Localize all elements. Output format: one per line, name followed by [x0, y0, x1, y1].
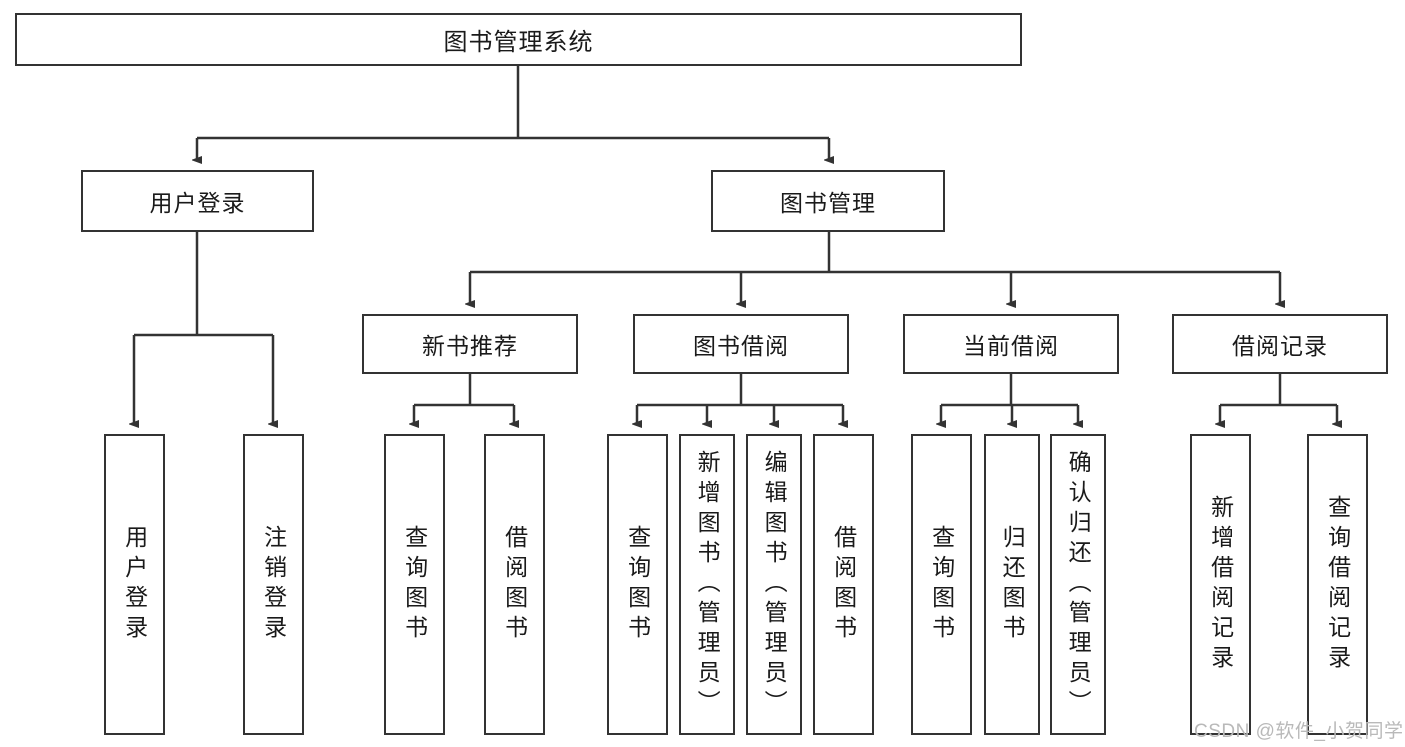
node-leaf-query-book-1-label: 查询图书 — [401, 524, 428, 645]
node-leaf-logout[interactable]: 注销登录 — [243, 434, 304, 735]
node-leaf-query-record[interactable]: 查询借阅记录 — [1307, 434, 1368, 735]
node-leaf-edit-book[interactable]: 编辑图书（管理员） — [746, 434, 802, 735]
node-leaf-borrow-book-1-label: 借阅图书 — [501, 524, 528, 645]
node-book-borrow-label: 图书借阅 — [693, 333, 789, 359]
node-leaf-query-book-3-label: 查询图书 — [928, 524, 955, 645]
node-current-borrow-label: 当前借阅 — [963, 333, 1059, 359]
node-user-login-label: 用户登录 — [149, 190, 246, 216]
node-leaf-return-book[interactable]: 归还图书 — [984, 434, 1040, 735]
node-borrow-record-label: 借阅记录 — [1232, 333, 1328, 359]
node-current-borrow[interactable]: 当前借阅 — [903, 314, 1119, 374]
node-leaf-add-record-label: 新增借阅记录 — [1207, 494, 1234, 675]
node-leaf-add-book-label: 新增图书（管理员） — [694, 449, 721, 720]
node-leaf-add-record[interactable]: 新增借阅记录 — [1190, 434, 1251, 735]
node-leaf-logout-label: 注销登录 — [260, 524, 287, 645]
node-book-manage[interactable]: 图书管理 — [711, 170, 945, 232]
node-leaf-user-login[interactable]: 用户登录 — [104, 434, 165, 735]
node-leaf-borrow-book-2[interactable]: 借阅图书 — [813, 434, 874, 735]
node-leaf-borrow-book-2-label: 借阅图书 — [830, 524, 857, 645]
node-leaf-borrow-book-1[interactable]: 借阅图书 — [484, 434, 545, 735]
node-leaf-query-record-label: 查询借阅记录 — [1324, 494, 1351, 675]
node-leaf-query-book-2-label: 查询图书 — [624, 524, 651, 645]
node-new-book-recommend[interactable]: 新书推荐 — [362, 314, 578, 374]
node-leaf-edit-book-label: 编辑图书（管理员） — [761, 449, 788, 720]
node-leaf-query-book-2[interactable]: 查询图书 — [607, 434, 668, 735]
node-root-label: 图书管理系统 — [443, 29, 594, 56]
node-new-book-recommend-label: 新书推荐 — [422, 333, 518, 359]
node-book-manage-label: 图书管理 — [780, 190, 876, 216]
node-leaf-return-book-label: 归还图书 — [999, 524, 1026, 645]
node-leaf-query-book-3[interactable]: 查询图书 — [911, 434, 972, 735]
node-borrow-record[interactable]: 借阅记录 — [1172, 314, 1388, 374]
node-leaf-query-book-1[interactable]: 查询图书 — [384, 434, 445, 735]
node-leaf-confirm-return-label: 确认归还（管理员） — [1065, 449, 1092, 720]
node-leaf-add-book[interactable]: 新增图书（管理员） — [679, 434, 735, 735]
node-leaf-confirm-return[interactable]: 确认归还（管理员） — [1050, 434, 1106, 735]
node-book-borrow[interactable]: 图书借阅 — [633, 314, 849, 374]
node-user-login[interactable]: 用户登录 — [81, 170, 314, 232]
node-root[interactable]: 图书管理系统 — [15, 13, 1022, 66]
watermark: CSDN @软件_小贺同学 — [1194, 721, 1404, 742]
node-leaf-user-login-label: 用户登录 — [121, 524, 148, 645]
